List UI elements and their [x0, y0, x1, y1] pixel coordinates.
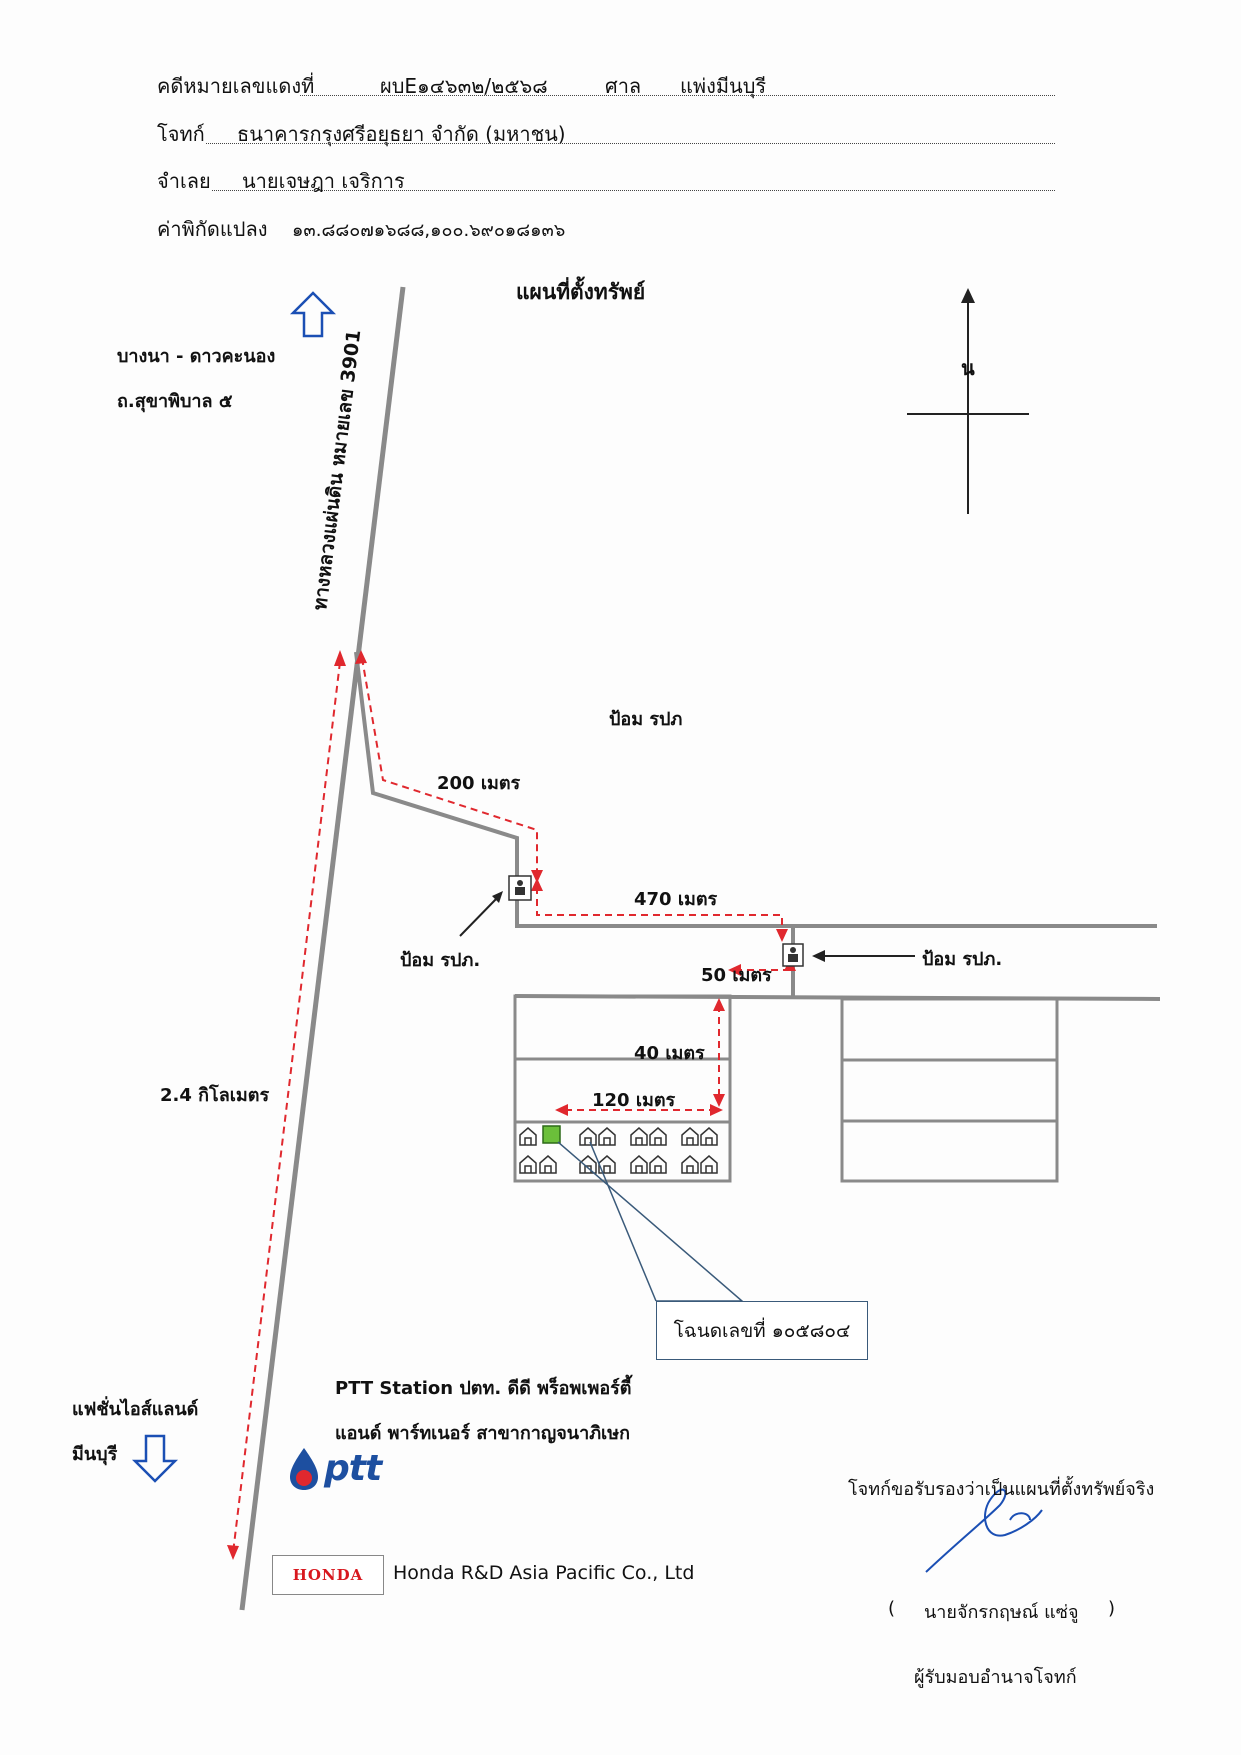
guard-booth-icon — [782, 943, 804, 967]
highway-road — [239, 286, 406, 1611]
arrowhead-120-end — [555, 1104, 568, 1116]
signer-role: ผู้รับมอบอำนาจโจทก์ — [914, 1667, 1077, 1688]
house-icon — [700, 1127, 718, 1146]
coord-label: ค่าพิกัดแปลง — [157, 217, 268, 241]
arrowhead-highway-top — [334, 650, 346, 666]
signer-name: นายจักรกฤษณ์ แซ่จู — [924, 1602, 1079, 1623]
north-label: น — [961, 356, 975, 380]
left-block — [513, 994, 732, 1183]
parcel-callout-2 — [589, 1141, 657, 1302]
house-icon — [579, 1127, 597, 1146]
arrowhead-200-start — [355, 650, 367, 664]
coord-value: ๑๓.๘๘๐๗๑๖๘๘,๑๐๐.๖๙๐๑๘๑๓๖ — [292, 220, 566, 241]
house-icon — [598, 1127, 616, 1146]
parcel-label-box: โฉนดเลขที่ ๑๐๕๘๐๔ — [656, 1301, 868, 1360]
dist-470: 470 เมตร — [634, 889, 718, 910]
honda-logo-text: HONDA — [292, 1566, 364, 1584]
house-icon — [700, 1155, 718, 1174]
pointer-left-booth — [459, 896, 499, 937]
arrow-down-outline-icon — [131, 1434, 179, 1483]
pointer-right-booth-head — [812, 950, 825, 962]
house-icon — [649, 1127, 667, 1146]
honda-logo: HONDA — [272, 1555, 384, 1595]
plaintiff-dots — [206, 143, 1055, 144]
top-destination-line1: บางนา - ดาวคะนอง — [117, 346, 276, 367]
defendant-label: จำเลย — [157, 169, 211, 193]
signer-close: ) — [1108, 1598, 1116, 1619]
case-label: คดีหมายเลขแดงที่ — [157, 74, 315, 98]
north-arrow-icon — [907, 288, 1029, 514]
guard-booth-icon — [508, 875, 532, 901]
ptt-line1: PTT Station ปตท. ดีดี พร็อพเพอร์ตี้ — [335, 1378, 632, 1399]
house-icon — [539, 1155, 557, 1174]
arrowhead-200-end — [531, 870, 543, 883]
ptt-line2: แอนด์ พาร์ทเนอร์ สาขากาญจนาภิเษก — [335, 1423, 630, 1444]
access-road — [354, 651, 1157, 928]
ptt-logo-text: ptt — [324, 1448, 382, 1489]
bottom-destination-line2: มีนบุรี — [72, 1444, 118, 1465]
ptt-drop-icon — [290, 1448, 318, 1490]
arrow-up-outline-icon — [289, 291, 337, 338]
parcel-marker-icon — [542, 1125, 561, 1144]
plaintiff-name: ธนาคารกรุงศรีอยุธยา จำกัด (มหาชน) — [237, 122, 566, 146]
case-number: ผบE๑๔๖๓๒/๒๕๖๘ — [380, 74, 548, 98]
police-box-area: ป้อม รปภ — [609, 709, 683, 730]
arrowhead-470-end — [776, 929, 788, 942]
case-line: คดีหมายเลขแดงที่ — [157, 70, 314, 102]
house-icon — [598, 1155, 616, 1174]
honda-name: Honda R&D Asia Pacific Co., Ltd — [393, 1562, 695, 1584]
bottom-destination-line1: แฟชั่นไอส์แลนด์ — [72, 1399, 199, 1420]
arrowhead-40-start — [713, 998, 725, 1011]
arrowhead-120-start — [710, 1104, 723, 1116]
house-icon — [681, 1155, 699, 1174]
houses-group — [519, 1127, 718, 1174]
dist-50: 50 เมตร — [701, 965, 772, 986]
arrowhead-50-end — [728, 964, 741, 976]
route-lines — [232, 657, 790, 1554]
house-icon — [519, 1127, 537, 1146]
pointer-left-booth-head — [492, 891, 503, 903]
house-icon — [649, 1155, 667, 1174]
house-icon — [681, 1127, 699, 1146]
house-icon — [630, 1127, 648, 1146]
arrowhead-40-end — [713, 1094, 725, 1107]
map-title: แผนที่ตั้งทรัพย์ — [516, 280, 646, 304]
house-icon — [630, 1155, 648, 1174]
police-box-left: ป้อม รปภ. — [400, 950, 481, 971]
arrowhead-highway-bottom — [227, 1545, 239, 1560]
ptt-logo: ptt — [290, 1448, 382, 1489]
court-name: แพ่งมีนบุรี — [680, 74, 767, 98]
court-label: ศาล — [605, 74, 642, 98]
house-icon — [519, 1155, 537, 1174]
signature-icon — [925, 1488, 1043, 1573]
signer-open: ( — [888, 1598, 896, 1619]
right-block — [840, 997, 1059, 1183]
defendant-dots — [212, 190, 1055, 191]
defendant-name: นายเจษฎา เจริการ — [242, 169, 405, 193]
house-icon — [579, 1155, 597, 1174]
parcel-label: โฉนดเลขที่ ๑๐๕๘๐๔ — [673, 1319, 851, 1342]
dist-200: 200 เมตร — [437, 773, 521, 794]
route-highway — [232, 661, 341, 1554]
dist-120: 120 เมตร — [592, 1090, 676, 1111]
certification-statement: โจทก์ขอรับรองว่าเป็นแผนที่ตั้งทรัพย์จริง — [848, 1479, 1155, 1500]
dist-highway: 2.4 กิโลเมตร — [160, 1085, 270, 1106]
dist-40: 40 เมตร — [634, 1043, 705, 1064]
police-box-right: ป้อม รปภ. — [922, 949, 1003, 970]
route-200 — [361, 657, 538, 875]
arrowhead-470-start — [531, 878, 543, 891]
case-dots — [300, 95, 1055, 96]
plaintiff-label: โจทก์ — [157, 122, 205, 146]
route-470 — [536, 887, 783, 935]
top-destination-line2: ถ.สุขาพิบาล ๕ — [117, 391, 233, 412]
